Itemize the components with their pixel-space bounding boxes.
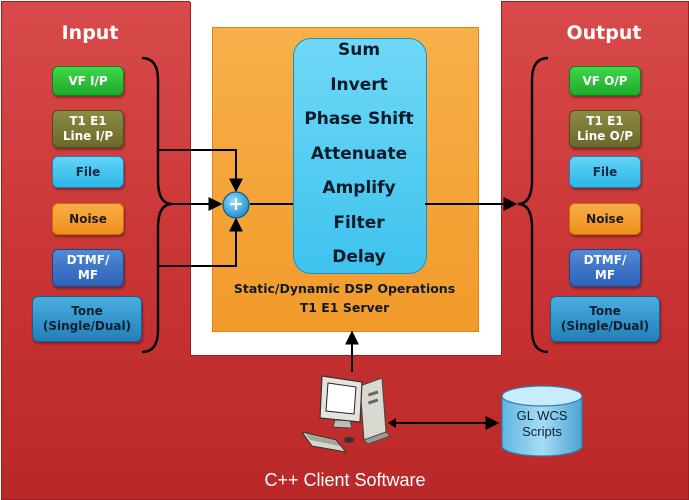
output-box: Noise xyxy=(569,203,641,235)
operations-panel xyxy=(293,38,427,274)
client-software-label: C++ Client Software xyxy=(264,470,426,490)
output-title: Output xyxy=(566,22,642,44)
sum-node xyxy=(222,191,250,219)
operation-label: Delay xyxy=(332,247,386,267)
output-box: T1 E1 Line O/P xyxy=(569,110,641,148)
sum-symbol: + xyxy=(228,193,244,215)
input-box: Tone (Single/Dual) xyxy=(32,296,142,342)
output-box: File xyxy=(569,156,641,188)
output-box: DTMF/ MF xyxy=(569,249,641,287)
output-brace xyxy=(517,56,549,354)
operation-label: Sum xyxy=(337,40,381,60)
output-box: VF O/P xyxy=(569,66,641,96)
operation-label: Phase Shift xyxy=(304,109,414,129)
database-cylinder-icon xyxy=(501,385,583,457)
operation-label: Amplify xyxy=(322,178,396,198)
top-gap xyxy=(190,0,500,2)
input-box: T1 E1 Line I/P xyxy=(52,110,124,148)
operation-label: Invert xyxy=(330,74,388,95)
input-box: VF I/P xyxy=(52,66,124,96)
input-brace xyxy=(141,56,173,354)
operation-label: Filter xyxy=(333,212,385,233)
input-line-upper xyxy=(159,149,243,193)
input-box: DTMF/ MF xyxy=(52,249,124,287)
input-title: Input xyxy=(61,22,119,44)
input-box: File xyxy=(52,156,124,188)
output-box: Tone (Single/Dual) xyxy=(550,296,660,342)
server-caption-line1: Static/Dynamic DSP Operations xyxy=(233,281,456,296)
desktop-computer-icon xyxy=(300,375,391,453)
server-caption-line2: T1 E1 Server xyxy=(299,300,390,315)
scripts-label: GL WCS Scripts xyxy=(516,408,568,439)
input-box: Noise xyxy=(52,203,124,235)
input-line-lower xyxy=(159,217,243,267)
operation-label: Attenuate xyxy=(310,143,408,164)
